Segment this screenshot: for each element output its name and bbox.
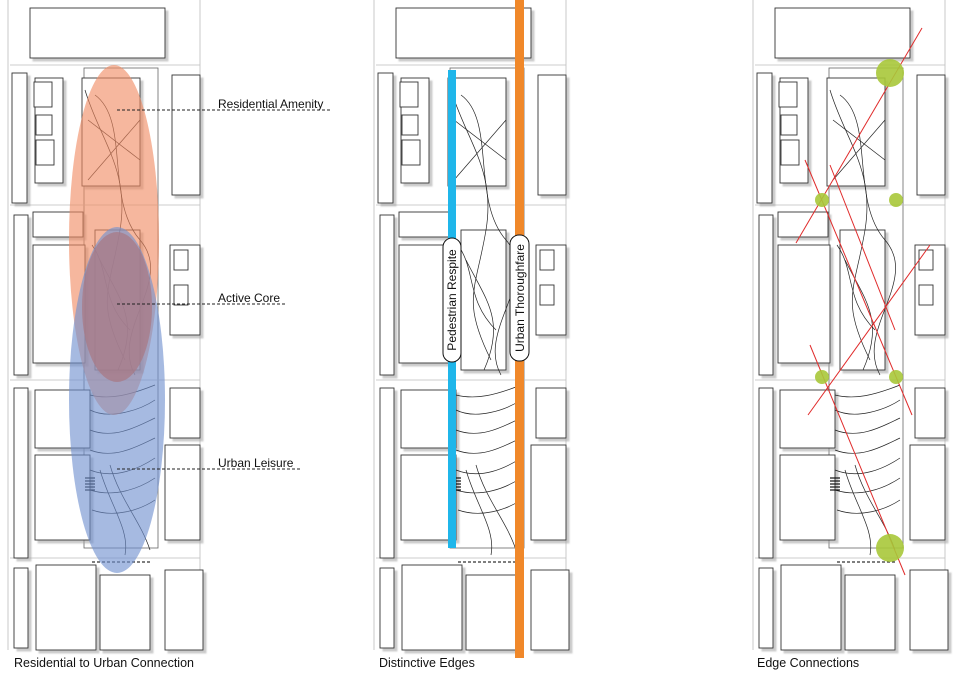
connection-node bbox=[876, 534, 904, 562]
site-map-panel-2 bbox=[373, 0, 570, 651]
zone-label-leaders bbox=[117, 109, 332, 470]
connection-node bbox=[815, 370, 829, 384]
edge-label-pedestrian-respite: Pedestrian Respite bbox=[442, 237, 462, 363]
edge-label-urban-thoroughfare: Urban Thoroughfare bbox=[509, 234, 530, 362]
zone-active-core bbox=[82, 232, 152, 382]
connection-node bbox=[815, 193, 829, 207]
caption-panel-2: Distinctive Edges bbox=[379, 656, 475, 670]
label-urban-thoroughfare: Urban Thoroughfare bbox=[513, 244, 527, 352]
connection-nodes bbox=[815, 59, 904, 562]
label-pedestrian-respite: Pedestrian Respite bbox=[445, 249, 459, 351]
connection-node bbox=[889, 193, 903, 207]
edge-bands: Pedestrian Respite Urban Thoroughfare bbox=[442, 0, 530, 658]
connection-line bbox=[829, 164, 896, 331]
zone-labels: Residential Amenity Active Core Urban Le… bbox=[218, 97, 323, 470]
caption-panel-3: Edge Connections bbox=[757, 656, 860, 670]
connection-node bbox=[876, 59, 904, 87]
label-urban-leisure: Urban Leisure bbox=[218, 456, 294, 470]
label-residential-amenity: Residential Amenity bbox=[218, 97, 323, 111]
site-map-panel-3 bbox=[752, 0, 949, 651]
caption-panel-1: Residential to Urban Connection bbox=[14, 656, 194, 670]
connection-line bbox=[807, 244, 931, 416]
connection-line bbox=[795, 27, 923, 244]
connection-node bbox=[889, 370, 903, 384]
label-active-core: Active Core bbox=[218, 291, 280, 305]
zone-overlays bbox=[69, 65, 165, 573]
